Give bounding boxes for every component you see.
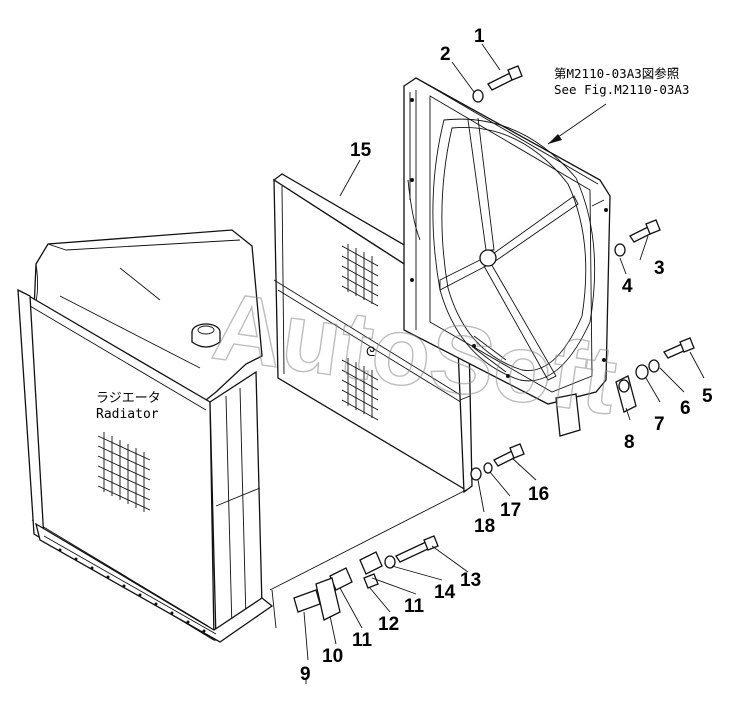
screen-mesh-lower	[341, 358, 379, 421]
callout-5: 5	[702, 386, 713, 407]
callout-11-lower: 11	[352, 630, 373, 651]
callout-11-upper: 11	[404, 596, 425, 617]
callout-16: 16	[528, 484, 549, 505]
callout-1: 1	[474, 26, 485, 47]
radiator-label-jp: ラジエータ	[96, 391, 161, 406]
fan-shroud	[403, 77, 611, 437]
callout-12: 12	[378, 614, 399, 635]
callout-9: 9	[300, 664, 311, 685]
callout-15: 15	[350, 140, 372, 161]
radiator: ラジエータ Radiator	[17, 229, 274, 643]
callout-13: 13	[460, 570, 481, 591]
callout-6: 6	[680, 398, 691, 419]
radiator-core-mesh	[97, 432, 151, 512]
callouts: 1 2 3 4 5 6 7 8 9 10 11 11 12 13 14 15 1…	[300, 26, 713, 685]
callout-18: 18	[474, 516, 495, 537]
callout-7: 7	[654, 414, 665, 435]
callout-17: 17	[500, 500, 521, 521]
reference-note-en: See Fig.M2110-03A3	[554, 82, 689, 97]
callout-4: 4	[622, 276, 633, 297]
callout-2: 2	[440, 44, 451, 65]
callout-14: 14	[434, 582, 456, 603]
fasteners	[293, 65, 695, 621]
callout-10: 10	[322, 646, 343, 667]
radiator-label-en: Radiator	[96, 407, 159, 422]
screen-mesh-upper	[341, 244, 379, 307]
reference-note-jp: 第M2110-03A3図参照	[554, 66, 679, 81]
callout-3: 3	[654, 258, 665, 279]
leader-lines	[269, 43, 705, 684]
callout-8: 8	[624, 432, 635, 453]
reference-arrow	[547, 103, 607, 145]
screen-mark: ᘓ	[366, 345, 375, 360]
